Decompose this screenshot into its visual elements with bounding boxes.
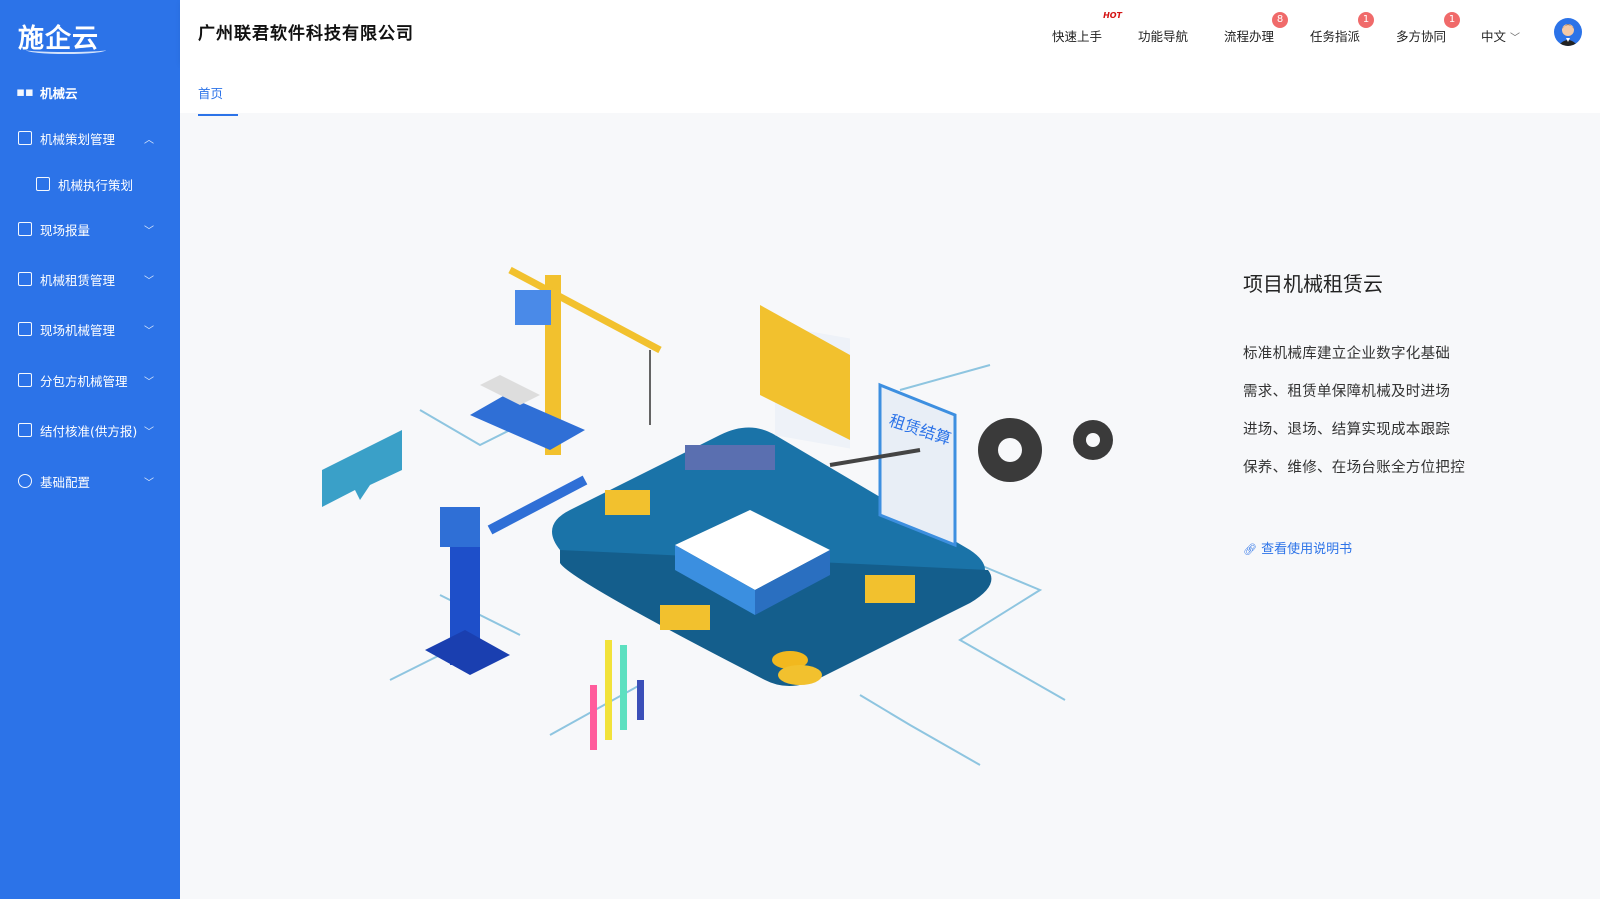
chevron-down-icon: ﹀ xyxy=(1510,33,1520,44)
manual-link-label: 查看使用说明书 xyxy=(1261,542,1353,557)
machine-rental-illustration: 租赁结算 xyxy=(322,266,1113,766)
sidebar-item-label: 机械租赁管理 xyxy=(40,272,116,288)
count-badge: 8 xyxy=(1272,12,1289,28)
sidebar-item-label: 结付核准(供方报) xyxy=(40,423,138,439)
tab-bar: 首页 xyxy=(180,63,1600,116)
sidebar-item-settlement[interactable]: 结付核准(供方报) ﹀ xyxy=(0,410,180,450)
chevron-down-icon: ﹀ xyxy=(144,325,154,337)
nav-function-guide[interactable]: 功能导航 xyxy=(1138,26,1188,45)
apps-icon xyxy=(18,474,32,488)
tower-crane-blue xyxy=(425,475,588,675)
sidebar-item-subcontractor[interactable]: 分包方机械管理 ﹀ xyxy=(0,360,180,400)
document-icon xyxy=(18,423,32,437)
language-label: 中文 xyxy=(1481,29,1507,44)
sidebar-item-label: 现场机械管理 xyxy=(40,322,116,338)
crane-icon xyxy=(18,322,32,336)
sidebar-item-execution-plan[interactable]: 机械执行策划 xyxy=(0,164,180,204)
chevron-down-icon: ﹀ xyxy=(144,275,154,287)
feature-line: 标准机械库建立企业数字化基础 xyxy=(1243,346,1451,362)
sidebar-item-config[interactable]: 基础配置 ﹀ xyxy=(0,461,180,501)
product-title: 项目机械租赁云 xyxy=(1243,272,1383,296)
chat-bubble-icon xyxy=(322,430,402,507)
chevron-up-icon: ︿ xyxy=(144,134,154,146)
tab-home[interactable]: 首页 xyxy=(198,83,238,116)
sidebar: 施企云 ▪▪ 机械云 机械策划管理 ︿ 机械执行策划 现场报量 ﹀ 机械租赁管理 ﹀ 现… xyxy=(0,0,180,899)
nav-label: 任务指派 xyxy=(1310,29,1361,44)
gear-icon xyxy=(978,418,1113,482)
vehicles xyxy=(605,445,915,630)
sidebar-item-planning[interactable]: 机械策划管理 ︿ xyxy=(0,118,180,158)
hierarchy-icon xyxy=(18,272,32,286)
database-icon xyxy=(36,177,50,191)
sidebar-item-label: 机械执行策划 xyxy=(58,177,134,193)
sidebar-item-label: 分包方机械管理 xyxy=(40,373,128,389)
folder-icon xyxy=(760,305,850,449)
grid-icon: ▪▪ xyxy=(16,84,34,100)
sidebar-item-label: 现场报量 xyxy=(40,222,91,238)
logo-swoosh xyxy=(26,46,106,54)
database-check-icon xyxy=(18,131,32,145)
sidebar-item-site-machine[interactable]: 现场机械管理 ﹀ xyxy=(0,309,180,349)
count-badge: 1 xyxy=(1358,12,1375,28)
feature-line: 保养、维修、在场台账全方位把控 xyxy=(1243,460,1465,476)
company-name: 广州联君软件科技有限公司 xyxy=(198,24,414,44)
binder-book xyxy=(675,510,830,615)
bar-decoration xyxy=(590,640,644,750)
tower-crane-yellow xyxy=(470,266,662,455)
language-select[interactable]: 中文 ﹀ xyxy=(1481,26,1520,45)
chevron-down-icon: ﹀ xyxy=(144,426,154,438)
nav-label: 功能导航 xyxy=(1138,29,1189,44)
coins xyxy=(772,651,822,685)
lease-settlement-document: 租赁结算 xyxy=(829,382,957,548)
nav-label: 快速上手 xyxy=(1052,29,1103,44)
report-search-icon xyxy=(18,222,32,236)
product-info: 项目机械租赁云 标准机械库建立企业数字化基础 需求、租赁单保障机械及时进场 进场… xyxy=(1243,268,1465,487)
hot-tag: HOT xyxy=(1103,11,1123,20)
chevron-down-icon: ﹀ xyxy=(144,376,154,388)
count-badge: 1 xyxy=(1444,12,1461,28)
link-icon: 🔗︎ xyxy=(1243,543,1257,556)
avatar[interactable] xyxy=(1554,18,1582,46)
sidebar-item-label: 机械策划管理 xyxy=(40,131,116,147)
feature-line: 进场、退场、结算实现成本跟踪 xyxy=(1243,422,1451,438)
sidebar-item-label: 基础配置 xyxy=(40,474,91,490)
nav-label: 多方协同 xyxy=(1396,29,1447,44)
sidebar-item-site-report[interactable]: 现场报量 ﹀ xyxy=(0,209,180,249)
nav-label: 流程办理 xyxy=(1224,29,1275,44)
chevron-down-icon: ﹀ xyxy=(144,477,154,489)
chevron-down-icon: ﹀ xyxy=(144,225,154,237)
sidebar-item-label: 机械云 xyxy=(40,85,78,101)
sidebar-item-lease[interactable]: 机械租赁管理 ﹀ xyxy=(0,259,180,299)
machine-icon xyxy=(18,373,32,387)
manual-link[interactable]: 🔗︎ 查看使用说明书 xyxy=(1243,538,1352,557)
feature-line: 需求、租赁单保障机械及时进场 xyxy=(1243,384,1451,400)
sidebar-item-machine-cloud[interactable]: ▪▪ 机械云 xyxy=(0,72,180,112)
logo[interactable]: 施企云 xyxy=(0,0,180,72)
